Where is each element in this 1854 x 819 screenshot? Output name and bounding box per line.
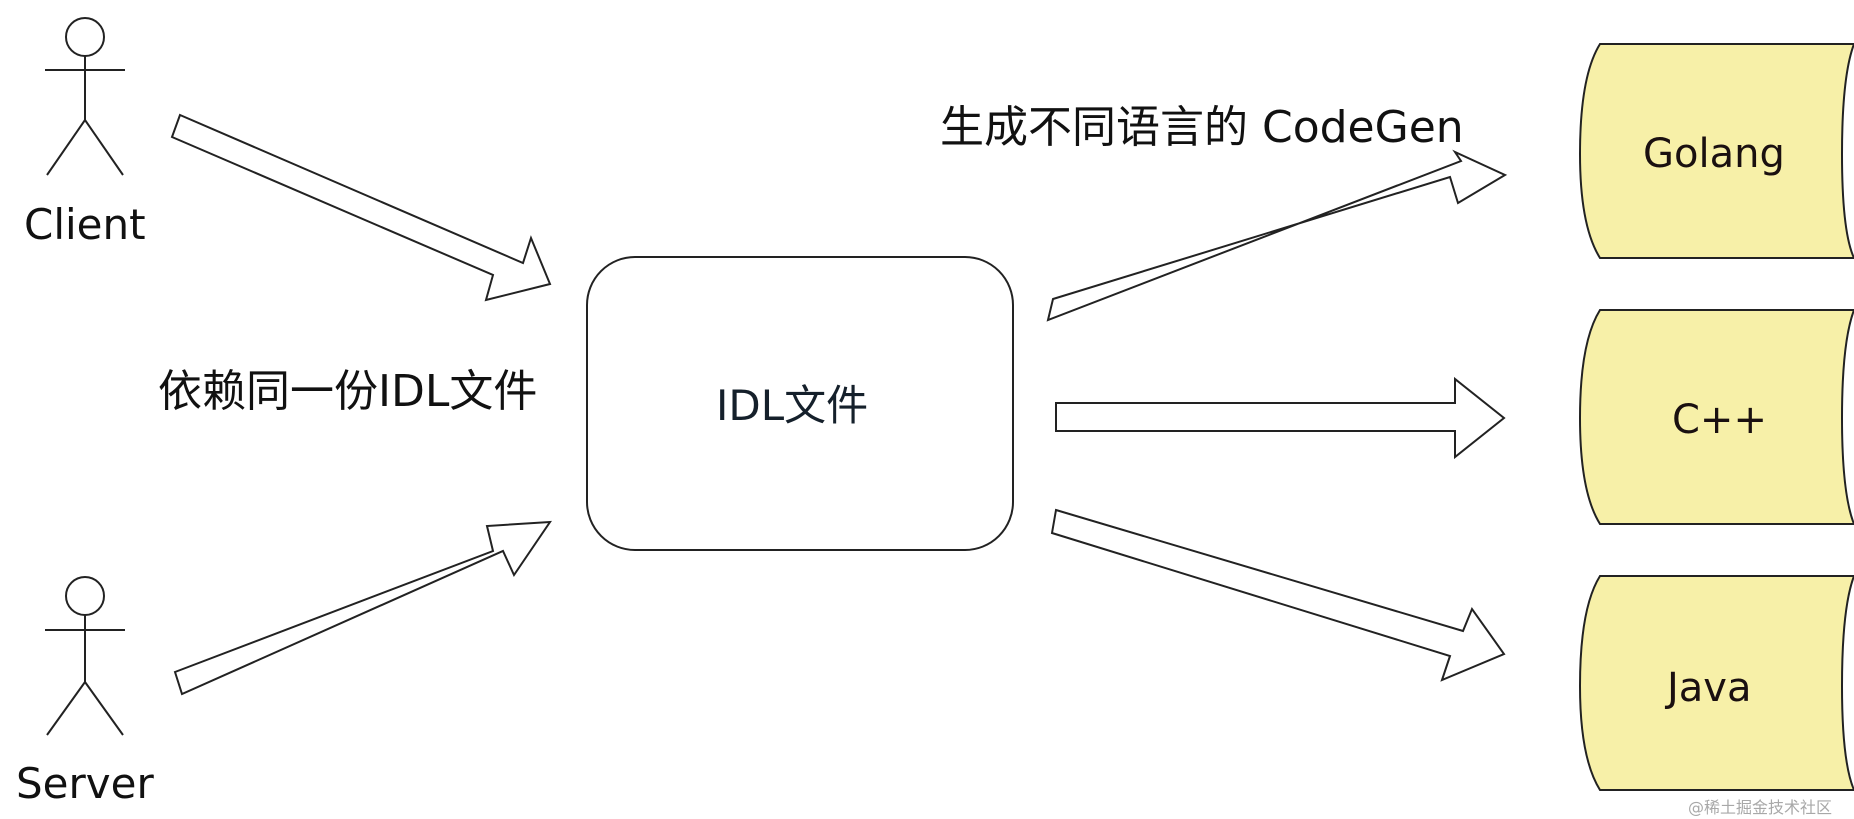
idl-box-label: IDL文件 bbox=[716, 381, 869, 430]
watermark-text: @稀土掘金技术社区 bbox=[1688, 798, 1833, 817]
client-label: Client bbox=[24, 200, 146, 249]
language-label-java: Java bbox=[1667, 665, 1752, 711]
server-to-idl-arrow bbox=[173, 520, 552, 696]
language-label-golang: Golang bbox=[1643, 131, 1785, 177]
cpp-doc-shape bbox=[1578, 309, 1854, 525]
right-description-label: 生成不同语言的 CodeGen bbox=[940, 102, 1464, 153]
client-to-idl-arrow bbox=[170, 113, 552, 302]
idl-to-cpp-arrow bbox=[1055, 376, 1506, 460]
language-label-cpp: C++ bbox=[1672, 397, 1767, 443]
idl-file-box bbox=[586, 256, 1014, 551]
left-description-label: 依赖同一份IDL文件 bbox=[158, 366, 538, 417]
server-label: Server bbox=[16, 759, 154, 808]
server-actor-icon bbox=[45, 576, 125, 736]
idl-to-golang-arrow bbox=[1046, 149, 1508, 322]
golang-doc-shape bbox=[1578, 43, 1854, 259]
idl-to-java-arrow bbox=[1050, 508, 1506, 682]
client-actor-icon bbox=[45, 17, 125, 176]
java-doc-shape bbox=[1578, 575, 1854, 791]
